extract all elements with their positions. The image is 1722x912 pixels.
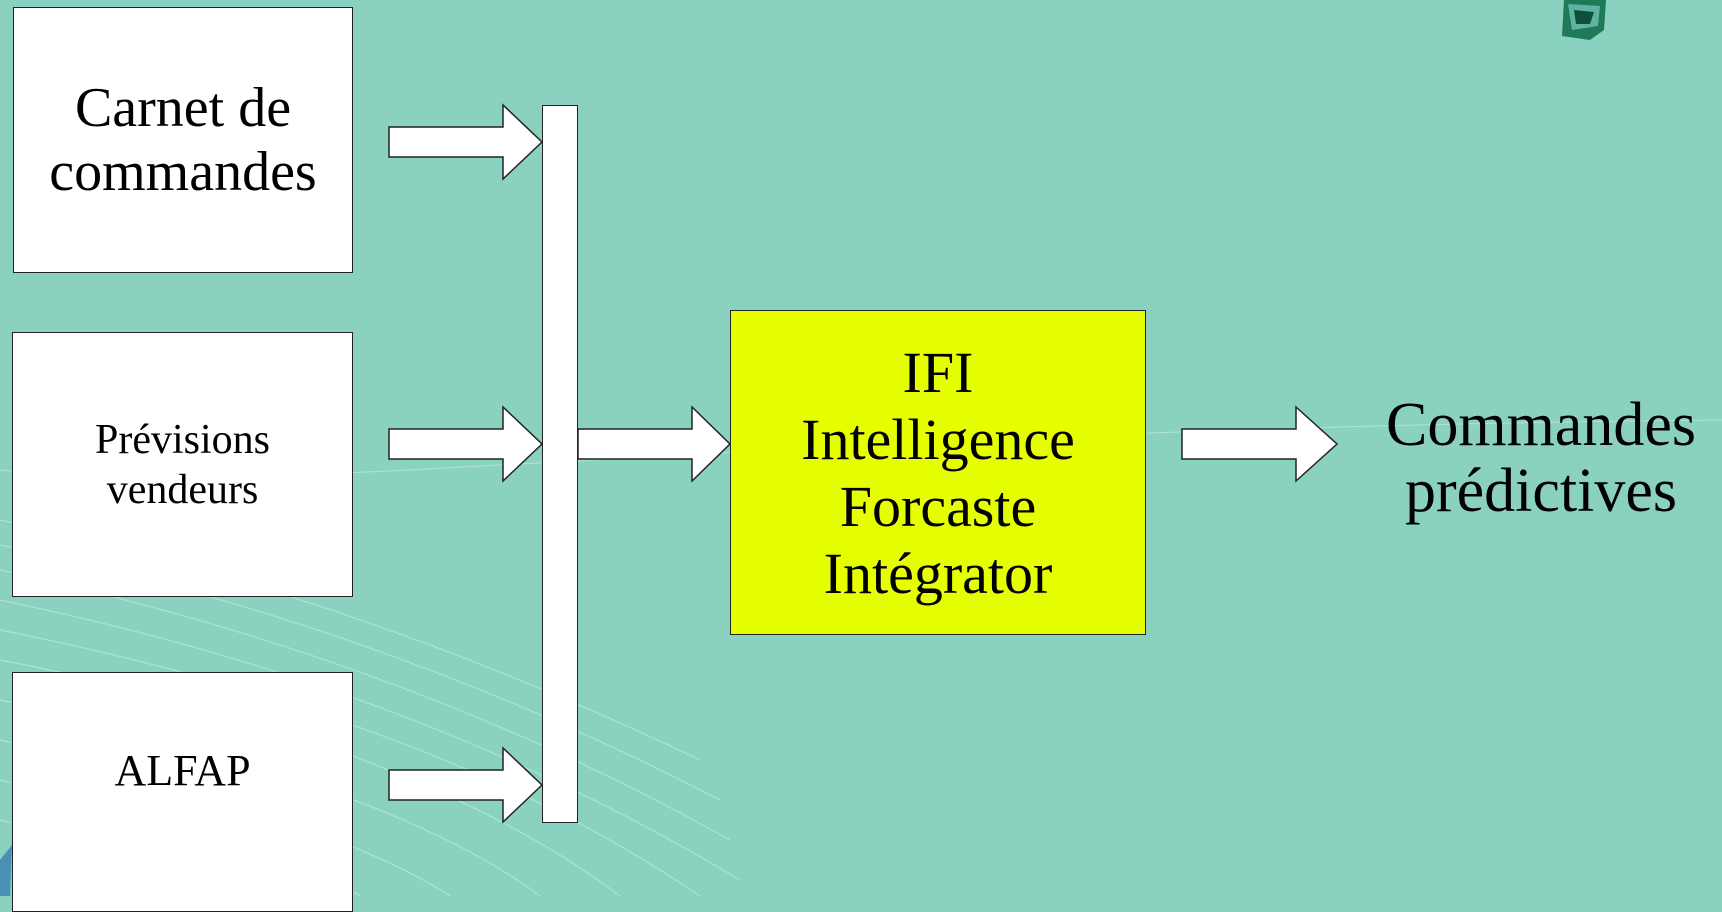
box-label-line: Carnet de	[74, 77, 292, 139]
arrow-right-icon	[577, 405, 732, 483]
box-label-line: vendeurs	[106, 466, 259, 513]
input-box-previsions-vendeurs: Prévisions vendeurs	[12, 332, 353, 597]
output-label-line: Commandes	[1386, 391, 1696, 459]
box-label-line: Prévisions	[94, 416, 270, 463]
input-box-alfap: ALFAP	[12, 672, 353, 912]
input-box-carnet-de-commandes: Carnet de commandes	[13, 7, 353, 273]
processor-label-line: IFI	[902, 339, 974, 405]
processor-label-line: Intégrator	[823, 540, 1053, 606]
box-label-line: commandes	[49, 141, 317, 203]
arrow-right-icon	[1181, 405, 1339, 483]
arrow-right-icon	[388, 103, 544, 181]
output-label-line: prédictives	[1404, 457, 1677, 525]
corner-logo-icon	[1562, 0, 1606, 40]
arrow-right-icon	[388, 746, 544, 824]
arrow-right-icon	[388, 405, 544, 483]
processor-label-line: Forcaste	[839, 473, 1037, 539]
box-label: ALFAP	[114, 746, 251, 795]
processor-label-line: Intelligence	[801, 406, 1075, 472]
processor-box-ifi: IFI Intelligence Forcaste Intégrator	[730, 310, 1146, 635]
output-label-commandes-predictives: Commandes prédictives	[1360, 392, 1722, 524]
merge-bar	[542, 105, 578, 823]
